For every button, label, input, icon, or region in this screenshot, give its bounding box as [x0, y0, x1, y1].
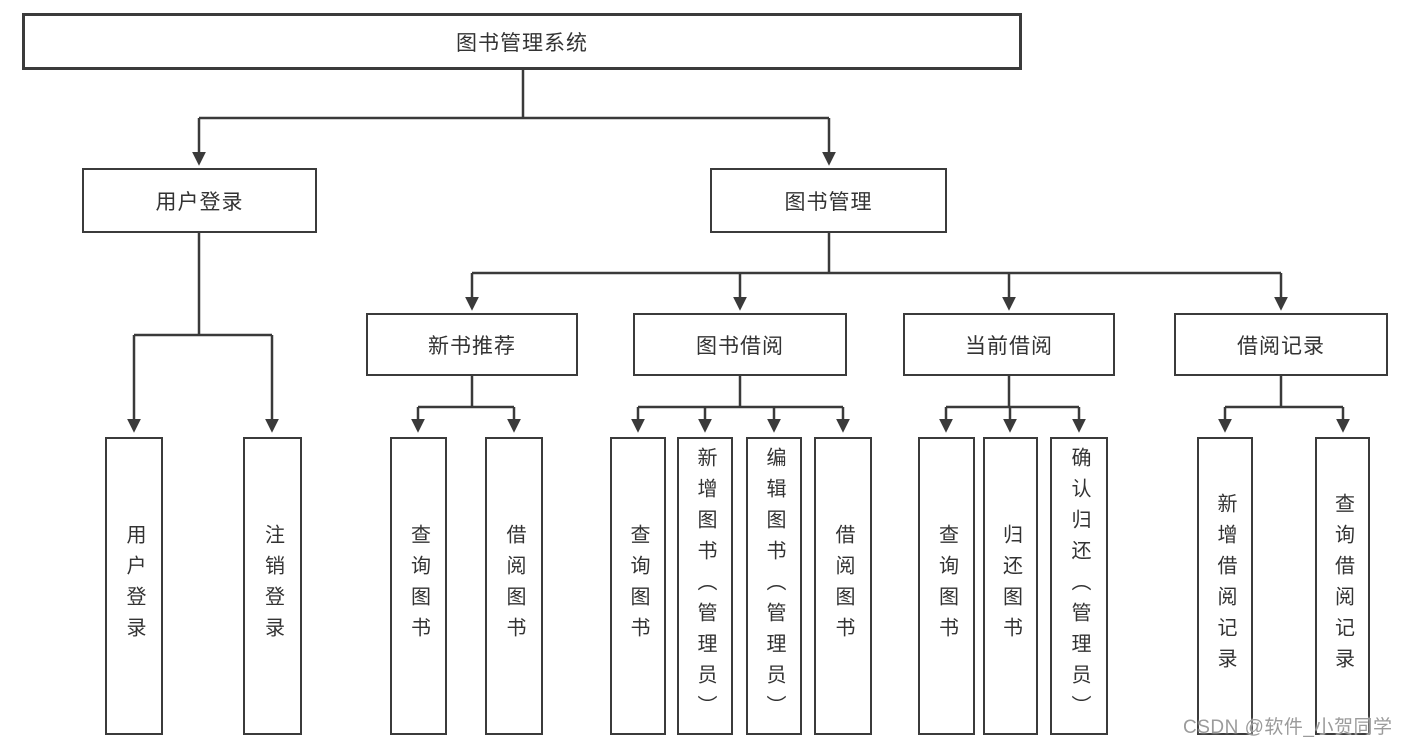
leaf-return-book-label: 归还图书: [999, 524, 1022, 648]
leaf-user-login-label: 用户登录: [123, 524, 145, 648]
leaf-logout: 注销登录: [243, 437, 302, 735]
leaf-borrow-books-recommend-label: 借阅图书: [503, 524, 525, 648]
leaf-query-books-current: 查询图书: [918, 437, 975, 735]
leaf-query-borrow-record-label: 查询借阅记录: [1331, 493, 1354, 679]
node-book-borrowing: 图书借阅: [633, 313, 847, 376]
leaf-borrow-books-borrowing: 借阅图书: [814, 437, 872, 735]
leaf-user-login: 用户登录: [105, 437, 163, 735]
leaf-return-book: 归还图书: [983, 437, 1038, 735]
leaf-query-books-recommend: 查询图书: [390, 437, 447, 735]
node-book-management-label: 图书管理: [784, 190, 873, 214]
node-current-borrowing: 当前借阅: [903, 313, 1115, 376]
leaf-edit-book-admin-label: 编辑图书（管理员）: [763, 446, 785, 726]
leaf-add-book-admin-label: 新增图书（管理员）: [694, 446, 716, 726]
leaf-logout-label: 注销登录: [261, 524, 284, 648]
leaf-edit-book-admin: 编辑图书（管理员）: [746, 437, 802, 735]
node-book-borrowing-label: 图书借阅: [696, 334, 784, 358]
node-new-book-recommendation-label: 新书推荐: [428, 334, 516, 358]
node-borrowing-records: 借阅记录: [1174, 313, 1388, 376]
node-library-system: 图书管理系统: [22, 13, 1022, 70]
leaf-confirm-return-admin: 确认归还（管理员）: [1050, 437, 1108, 735]
leaf-query-books-recommend-label: 查询图书: [407, 524, 430, 648]
leaf-borrow-books-recommend: 借阅图书: [485, 437, 543, 735]
leaf-query-books-borrowing: 查询图书: [610, 437, 666, 735]
node-user-login: 用户登录: [82, 168, 317, 233]
csdn-watermark: CSDN @软件_小贺同学: [1183, 717, 1393, 738]
leaf-add-borrow-record: 新增借阅记录: [1197, 437, 1253, 735]
node-user-login-label: 用户登录: [155, 190, 244, 214]
node-current-borrowing-label: 当前借阅: [965, 334, 1053, 358]
leaf-confirm-return-admin-label: 确认归还（管理员）: [1068, 446, 1090, 726]
leaf-add-book-admin: 新增图书（管理员）: [677, 437, 733, 735]
leaf-add-borrow-record-label: 新增借阅记录: [1214, 493, 1236, 679]
node-new-book-recommendation: 新书推荐: [366, 313, 578, 376]
node-book-management: 图书管理: [710, 168, 947, 233]
leaf-query-books-current-label: 查询图书: [935, 524, 958, 648]
node-library-system-label: 图书管理系统: [456, 31, 588, 55]
node-borrowing-records-label: 借阅记录: [1237, 334, 1325, 358]
leaf-borrow-books-borrowing-label: 借阅图书: [832, 524, 854, 648]
leaf-query-books-borrowing-label: 查询图书: [627, 524, 649, 648]
leaf-query-borrow-record: 查询借阅记录: [1315, 437, 1370, 735]
